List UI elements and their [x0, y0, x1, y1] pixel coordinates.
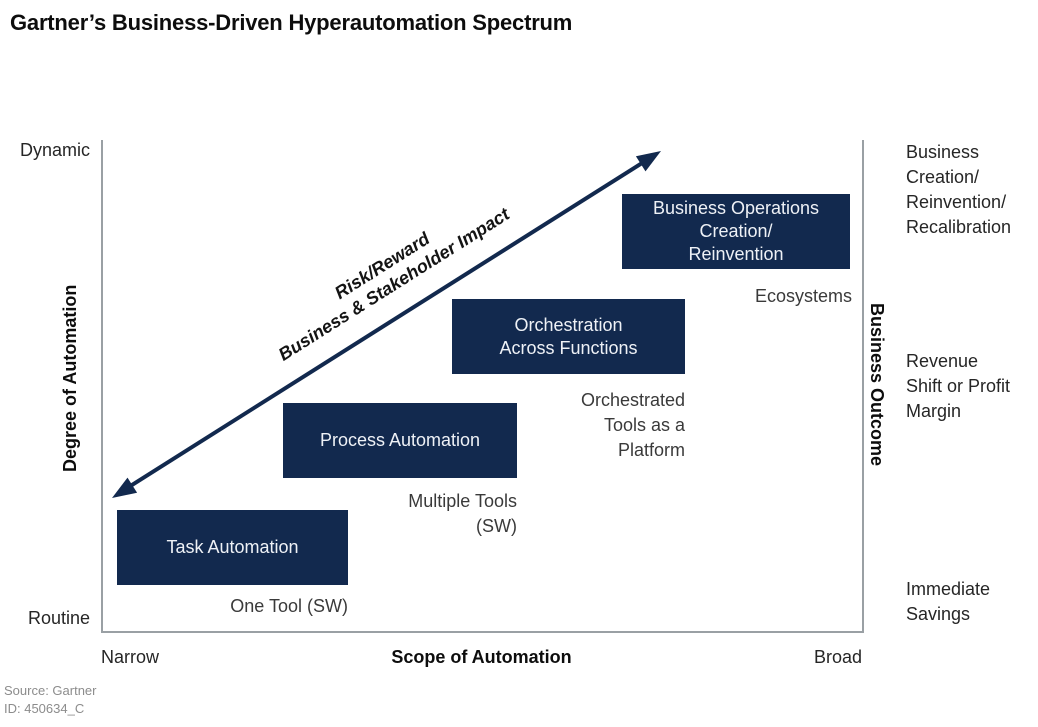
outcome-label-revenue-shift: Revenue Shift or Profit Margin [906, 351, 1011, 421]
task-automation-box: Task Automation [117, 510, 348, 585]
source-note: Source: Gartner [4, 683, 97, 698]
plot-area [101, 140, 864, 633]
x-axis-title: Scope of Automation [391, 647, 572, 667]
ecosystems-sublabel: Ecosystems [754, 286, 852, 306]
outcome-label-business-creation: Business Creation/ Reinvention/ Recalibr… [906, 142, 1012, 237]
right-axis-title: Business Outcome [867, 303, 887, 467]
orchestration-sublabel: Orchestrated Tools as a Platform [580, 390, 685, 460]
process-automation-sublabel: Multiple Tools (SW) [408, 491, 517, 536]
x-axis-left-label: Narrow [101, 647, 160, 667]
outcome-label-immediate-savings: Immediate Savings [906, 579, 991, 624]
task-automation-sublabel: One Tool (SW) [230, 596, 348, 616]
business-operations-creation-box: Business Operations Creation/ Reinventio… [622, 194, 850, 269]
y-axis-title: Degree of Automation [60, 284, 80, 472]
process-automation-box: Process Automation [283, 403, 517, 478]
id-note: ID: 450634_C [4, 701, 85, 716]
x-axis-right-label: Broad [813, 647, 862, 667]
figure-title: Gartner’s Business-Driven Hyperautomatio… [10, 10, 573, 35]
y-axis-top-label: Dynamic [19, 140, 90, 160]
orchestration-across-functions-box: Orchestration Across Functions [452, 299, 685, 374]
y-axis-bottom-label: Routine [27, 608, 90, 628]
